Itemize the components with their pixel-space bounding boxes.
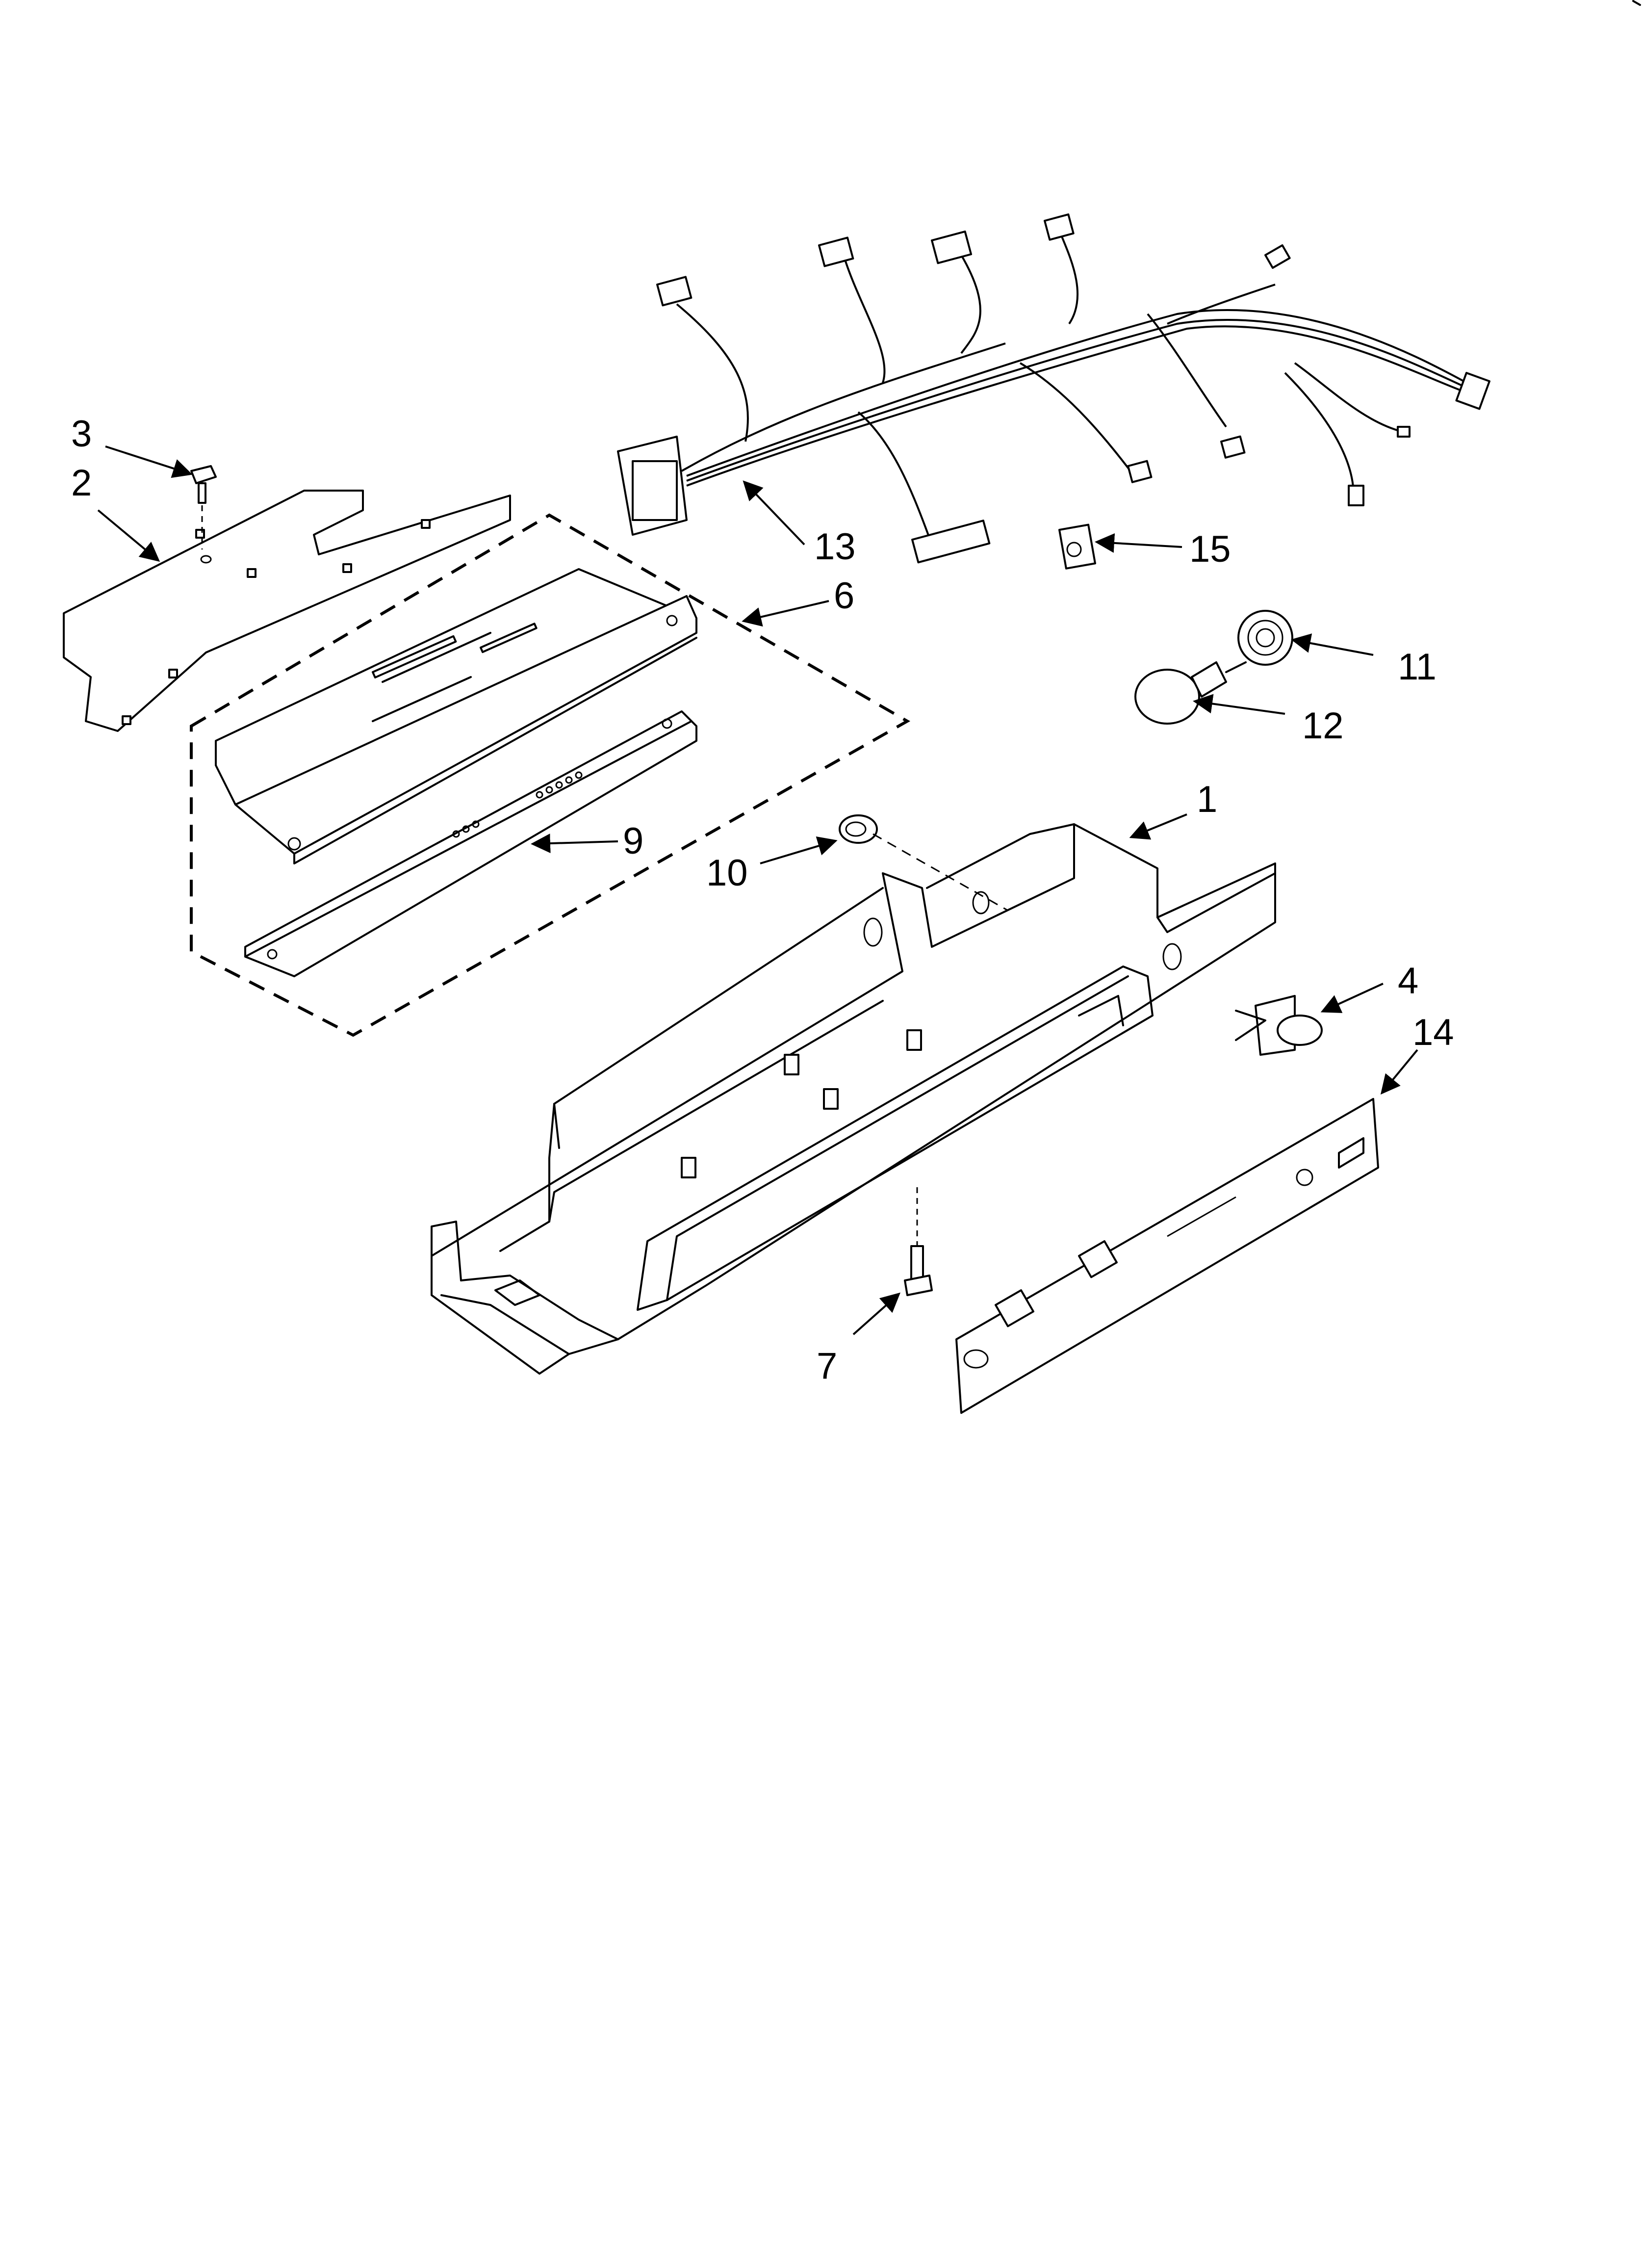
part-15-clip xyxy=(1058,523,1096,570)
callout-7: 7 xyxy=(817,1345,837,1387)
callout-leaders xyxy=(97,445,1418,1335)
part-3-screw xyxy=(190,465,217,549)
leader-9 xyxy=(531,834,618,854)
leader-10 xyxy=(760,836,838,864)
part-6-group-outline xyxy=(190,513,911,1037)
callout-15: 15 xyxy=(1189,528,1231,570)
callout-11: 11 xyxy=(1398,646,1437,688)
part-9-display-board xyxy=(244,710,697,977)
leader-6 xyxy=(742,600,829,627)
leader-2 xyxy=(97,509,160,562)
callout-14: 14 xyxy=(1412,1012,1454,1053)
leader-11 xyxy=(1291,633,1374,656)
part-10-grommet xyxy=(839,814,1021,918)
part-13-wire-harness xyxy=(617,213,1490,564)
leader-7 xyxy=(852,1292,900,1335)
callout-6: 6 xyxy=(834,575,854,617)
leader-12 xyxy=(1193,694,1285,715)
callout-13: 13 xyxy=(814,526,856,568)
part-1-control-housing xyxy=(431,823,1276,1375)
part-12-bulb xyxy=(1134,661,1247,725)
part-14-overlay-panel xyxy=(955,1098,1379,1414)
leader-1 xyxy=(1129,813,1187,840)
part-4-switch xyxy=(1235,995,1323,1056)
leader-4 xyxy=(1320,983,1384,1013)
part-7-screw xyxy=(904,1187,933,1296)
callout-12: 12 xyxy=(1302,705,1344,747)
callout-4: 4 xyxy=(1398,960,1418,1002)
leader-15 xyxy=(1095,533,1182,553)
leader-13 xyxy=(743,480,805,546)
callout-9: 9 xyxy=(623,820,643,862)
leader-14 xyxy=(1380,1049,1418,1095)
callout-3: 3 xyxy=(71,413,92,455)
part-6-control-board xyxy=(215,568,697,864)
part-2-mounting-plate xyxy=(63,490,511,732)
callout-1: 1 xyxy=(1197,779,1217,820)
corner-mark xyxy=(1632,0,1641,6)
leader-3 xyxy=(105,445,193,478)
callout-10: 10 xyxy=(706,852,748,894)
part-11-lamp-socket xyxy=(1237,610,1293,666)
callout-2: 2 xyxy=(71,462,92,504)
